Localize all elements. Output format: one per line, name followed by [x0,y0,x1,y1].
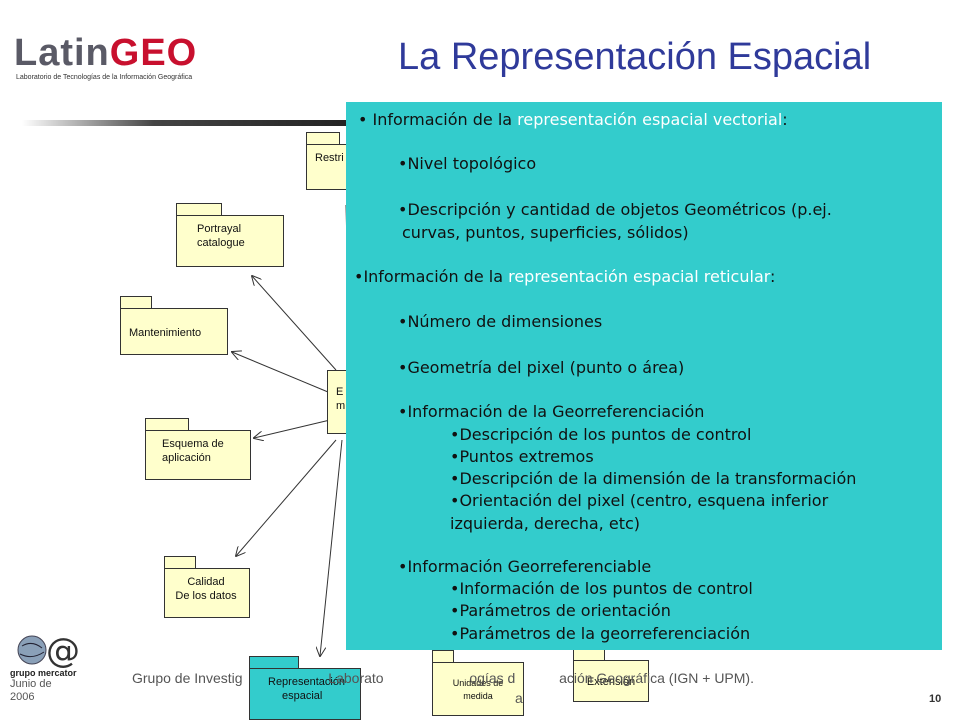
popup-vectorial-heading: • Información de la representación espac… [358,110,788,129]
popup-subitem: •Parámetros de la georreferenciación [450,624,751,643]
popup-subitem: •Puntos extremos [450,447,594,466]
arrow-calidad [236,439,337,556]
arrow-esquema [254,419,331,438]
popup-subitem-cont: izquierda, derecha, etc) [450,514,640,533]
popup-item: •Geometría del pixel (punto o área) [398,358,685,377]
arrow-mantenimiento [232,352,329,393]
logo-subtitle: Laboratorio de Tecnologías de la Informa… [16,74,193,81]
footer-date: Junio de 2006 [10,678,52,703]
popup-subitem: •Información de los puntos de control [450,579,753,598]
popup-item-cont: curvas, puntos, superficies, sólidos) [402,223,689,242]
popup-subitem: •Descripción de los puntos de control [450,425,752,444]
popup-item: •Información Georreferenciable [398,557,652,576]
arrow-representacion [320,439,343,656]
popup-item: •Número de dimensiones [398,312,603,331]
popup-subitem: •Orientación del pixel (centro, esquena … [450,491,829,510]
popup-item: •Información de la Georreferenciación [398,402,705,421]
popup-item: •Nivel topológico [398,154,537,173]
globe-at-icon: @ [17,631,80,671]
page-number: 10 [929,693,942,705]
popup-item: •Descripción y cantidad de objetos Geomé… [398,200,832,219]
info-popup: • Información de la representación espac… [346,102,942,650]
svg-text:@: @ [46,631,80,670]
logo-wordmark: LatinGEO [14,32,198,74]
grupo-mercator-logo: @ grupo mercator [10,628,106,682]
popup-subitem: •Descripción de la dimensión de la trans… [450,469,857,488]
arrow-portrayal [252,276,337,371]
popup-subitem: •Parámetros de orientación [450,601,671,620]
footer-text-line2: a [515,690,523,706]
footer-text: Grupo de Investig Laborato ogías d ación… [132,670,754,686]
title-rule [22,120,352,126]
popup-reticular-heading: •Información de la representación espaci… [354,267,776,286]
slide-title: La Representación Espacial [398,36,872,78]
latingeo-logo: LatinGEO Laboratorio de Tecnologías de l… [14,32,224,92]
